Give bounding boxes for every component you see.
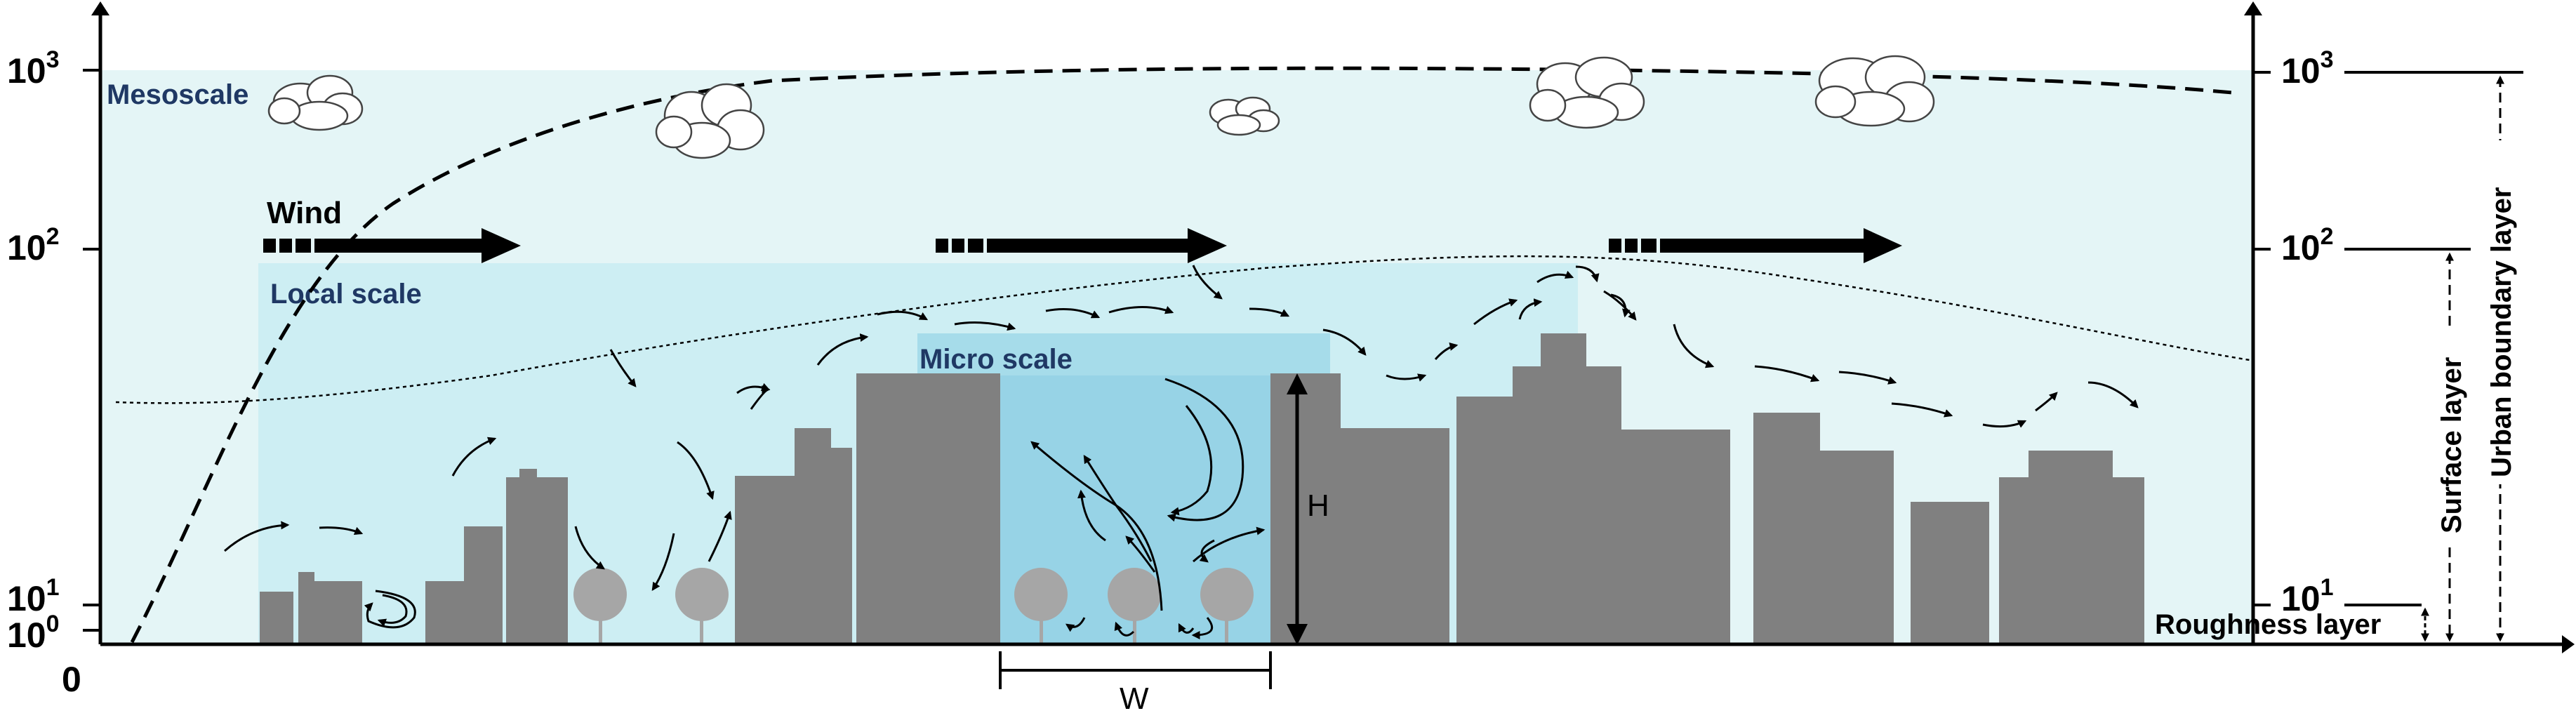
left-tick-label: 102 [7, 223, 60, 267]
height-label: H [1307, 488, 1329, 523]
tree-icon [573, 568, 627, 644]
right-tick-label: 103 [2281, 46, 2334, 91]
left-tick-label: 100 [7, 611, 60, 655]
cloud-icon [1814, 55, 1935, 127]
roughness-layer-label: Roughness layer [2155, 609, 2381, 640]
cloud-icon [655, 83, 765, 159]
wind-arrow [263, 228, 521, 263]
tree-icon [1200, 568, 1254, 644]
right-axis-ticks [2253, 71, 2523, 606]
tree-icon [1014, 568, 1068, 644]
left-tick-label: 103 [7, 46, 60, 91]
tree-icon [675, 568, 729, 644]
buildings [260, 333, 2144, 644]
right-tick-label: 102 [2281, 223, 2334, 267]
left-tick-label: 101 [7, 574, 60, 618]
origin-label: 0 [62, 660, 81, 699]
right-tick-label: 101 [2281, 574, 2334, 618]
urban-boundary-layer-label: Urban boundary layer [2486, 187, 2517, 477]
left-axis-ticks [83, 69, 100, 632]
wind-arrow [1609, 228, 1902, 263]
width-label: W [1120, 681, 1149, 716]
wind-arrow [936, 228, 1227, 263]
surface-layer-profile-curve [115, 255, 2250, 404]
cloud-icon [267, 74, 364, 131]
mesoscale-label: Mesoscale [107, 79, 248, 110]
cloud-icon [1529, 56, 1645, 129]
cloud-icon [1209, 96, 1280, 136]
micro-scale-label: Micro scale [919, 344, 1073, 375]
tree-icon [1108, 568, 1161, 644]
local-scale-label: Local scale [270, 279, 422, 310]
surface-layer-label: Surface layer [2436, 357, 2467, 533]
wind-label: Wind [267, 196, 342, 230]
flow-arrows [224, 265, 2139, 639]
